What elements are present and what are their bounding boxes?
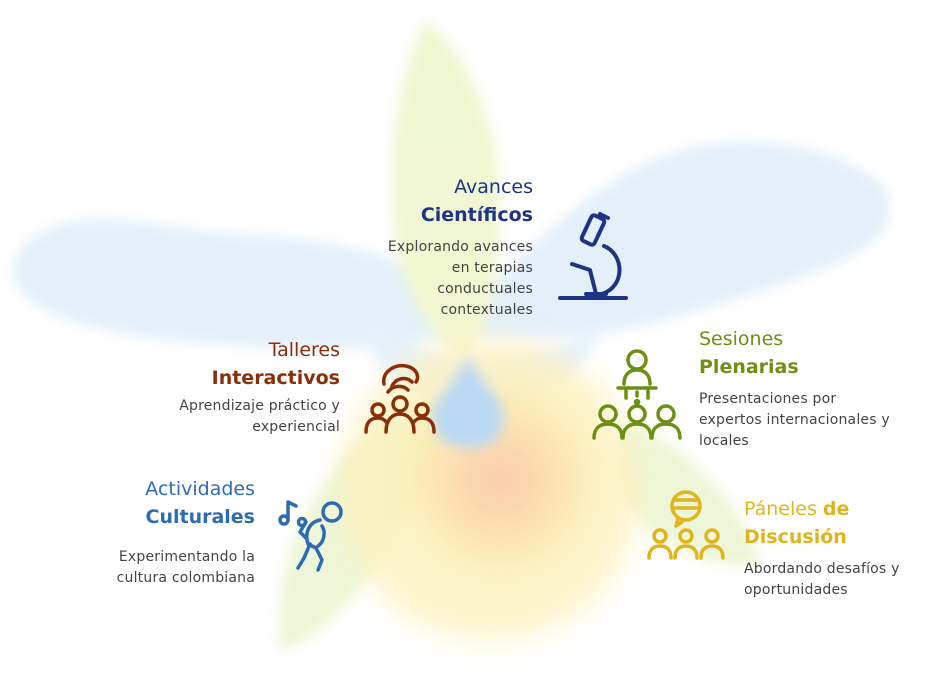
panel-discussion-icon [646, 488, 726, 562]
feature-description: Experimentando la cultura colombiana [116, 549, 255, 586]
feature-title-line2: Interactivos [211, 367, 340, 389]
workshop-hands-icon [362, 360, 438, 436]
feature-talleres-interactivos: Talleres Interactivos Aprendizaje prácti… [40, 336, 340, 438]
feature-title-line1: Páneles de [744, 498, 850, 520]
feature-title-line1: Sesiones [699, 328, 784, 350]
feature-paneles-discusion: Páneles de Discusión Abordando desafíos … [744, 495, 924, 601]
feature-title-line1: Avances [454, 176, 533, 198]
feature-sesiones-plenarias: Sesiones Plenarias Presentaciones por ex… [699, 325, 924, 452]
feature-title-line1: Actividades [145, 478, 255, 500]
feature-description: Aprendizaje práctico y experiencial [179, 398, 340, 435]
feature-title-line2: Discusión [744, 526, 847, 548]
feature-title-line2: Plenarias [699, 356, 799, 378]
feature-title-line2: Científicos [420, 204, 533, 226]
feature-description: Explorando avances en terapias conductua… [387, 239, 533, 318]
feature-description: Abordando desafíos y oportunidades [744, 561, 900, 598]
feature-avances-cientificos: Avances Científicos Explorando avances e… [233, 173, 533, 321]
water-drop [431, 355, 505, 448]
feature-title-line1: Talleres [268, 339, 340, 361]
feature-description: Presentaciones por expertos internaciona… [699, 391, 890, 449]
feature-title-line2: Culturales [145, 506, 256, 528]
microscope-icon [556, 210, 631, 305]
dancer-music-icon [276, 498, 348, 574]
speaker-audience-icon [592, 348, 682, 440]
feature-actividades-culturales: Actividades Culturales Experimentando la… [15, 475, 255, 589]
